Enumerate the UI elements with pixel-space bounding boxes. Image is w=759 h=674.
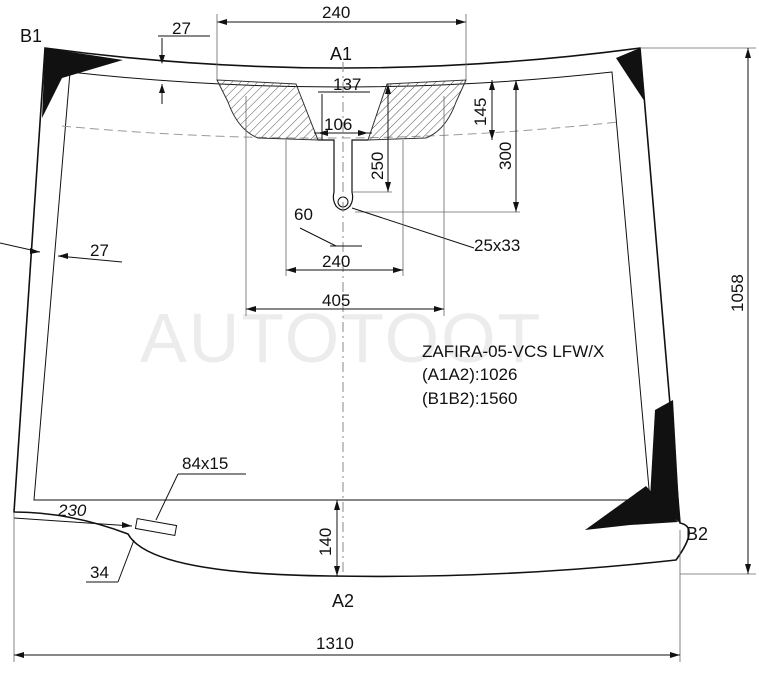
info-model: ZAFIRA-05-VCS LFW/X (422, 342, 604, 361)
arrow (159, 84, 165, 93)
dim-label-106: 106 (324, 115, 352, 134)
label-b1: B1 (20, 26, 42, 46)
leader-line-25x33 (351, 207, 475, 249)
dim-line (57, 255, 123, 263)
label-b2: B2 (686, 524, 708, 544)
patch-84x15 (134, 518, 178, 536)
arrow (489, 80, 495, 90)
leader-line-34 (117, 539, 135, 583)
corner-fill-b2 (585, 486, 678, 530)
leader-line-84x15 (155, 473, 179, 521)
dim-label-mid-405: 405 (322, 291, 350, 310)
dim-label-230: 230 (57, 501, 87, 520)
corner-fill-b1 (42, 48, 123, 118)
dim-label-84x15: 84x15 (182, 454, 228, 473)
dim-label-top-27: 27 (172, 19, 191, 38)
dim-label-mid-240: 240 (322, 252, 350, 271)
arrow (393, 267, 403, 273)
arrow (30, 248, 40, 254)
dim-label-top-240: 240 (322, 3, 350, 22)
label-a2: A2 (332, 591, 354, 611)
corner-fill-top-right (616, 48, 645, 102)
dim-label-137: 137 (333, 75, 361, 94)
dim-label-300: 300 (496, 142, 515, 170)
arrow (745, 48, 751, 58)
corner-fill-right (650, 400, 680, 523)
glass-inner-border (33, 71, 651, 501)
arrow (14, 652, 24, 658)
arrow (489, 130, 495, 140)
watermark: AUTOTOOT (140, 299, 542, 377)
dim-label-25x33: 25x33 (474, 236, 520, 255)
dim-label-side-27: 27 (90, 241, 109, 260)
arrow (246, 306, 256, 312)
dim-label-60: 60 (294, 205, 313, 224)
arrow (217, 19, 227, 25)
info-a1a2: (A1A2):1026 (422, 365, 517, 384)
leader-line-60 (299, 227, 337, 247)
arrow (58, 253, 68, 259)
dim-label-145: 145 (471, 98, 490, 126)
arrow (159, 55, 165, 64)
arrow (456, 19, 466, 25)
arrow (334, 566, 340, 576)
dim-label-140: 140 (316, 528, 335, 556)
arrow (286, 267, 296, 273)
sensor-area-right (367, 79, 467, 141)
arrow (385, 182, 391, 192)
arrow (745, 564, 751, 574)
shade-band-line (61, 121, 619, 139)
arrow (670, 652, 680, 658)
dim-label-34: 34 (90, 563, 109, 582)
arrow (513, 80, 519, 90)
dim-line-230 (13, 517, 133, 527)
arrow (334, 500, 340, 510)
arrow (318, 130, 328, 136)
arrow (434, 306, 444, 312)
info-b1b2: (B1B2):1560 (422, 389, 517, 408)
dim-label-1310: 1310 (316, 634, 354, 653)
glass-outline (13, 47, 690, 578)
dim-label-250: 250 (368, 152, 387, 180)
dim-label-1058: 1058 (728, 274, 747, 312)
arrow (122, 522, 132, 528)
arrow (513, 202, 519, 212)
sensor-area-left (216, 79, 319, 141)
label-a1: A1 (330, 44, 352, 64)
arrow (385, 84, 391, 94)
arrow (358, 130, 368, 136)
